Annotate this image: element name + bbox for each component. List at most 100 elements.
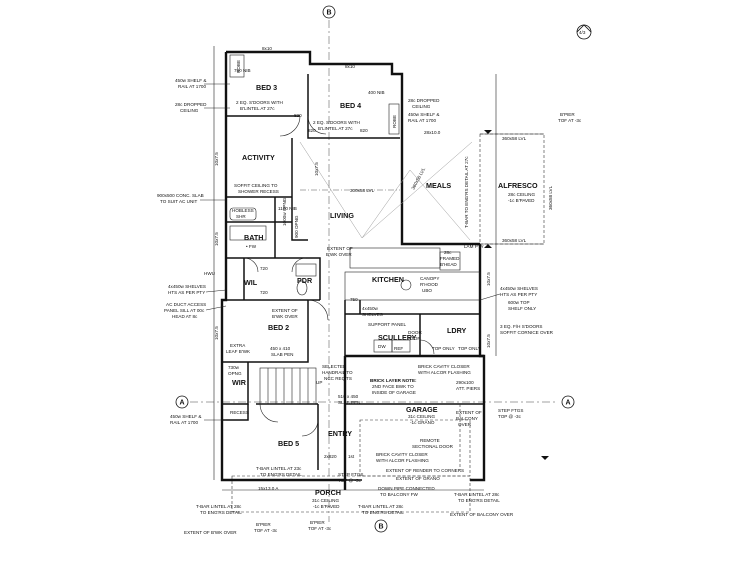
note-dropped-right-2: CEILING: [412, 104, 431, 109]
room-entry: ENTRY: [328, 429, 352, 438]
note-extent-balc-2: BALCONY: [456, 416, 478, 421]
stair: [259, 367, 317, 405]
note-dropped-right-1: 28c DROPPED: [408, 98, 440, 103]
note-tbar-meals: T-BAR TO ENG'RS DETAIL AT 27c: [464, 156, 469, 228]
note-brick-cav2-2: WITH ALCOR FLASHING: [376, 458, 429, 463]
note-tbar-bed5-2: TO ENG'RS DETAIL: [260, 472, 302, 477]
note-lam-pty: LAM PTY: [464, 244, 484, 249]
note-sdoors-2: SOFFIT CORNICE OVER: [500, 330, 554, 335]
room-activity: ACTIVITY: [242, 153, 275, 162]
note-soffit-2: SHOWER RECESS: [238, 189, 279, 194]
note-slab-1: 900x500 CONC. SLAB: [157, 193, 204, 198]
internal-walls: [222, 74, 484, 481]
note-door-bed5: 2x820: [324, 454, 337, 459]
note-extent-balc-1: EXTENT OF: [456, 410, 482, 415]
note-shelf-low-2: RAIL AT 1700: [170, 420, 198, 425]
note-bed2-slab-1: 450 x 410: [270, 346, 291, 351]
note-framed-head-3: B'HEAD: [440, 262, 457, 267]
note-slab-510-2: SLAB PEN: [338, 400, 360, 405]
note-framed-head-1: 28c: [444, 250, 452, 255]
room-garage: GARAGE: [406, 405, 438, 414]
note-porch-1: 31c CEILING: [312, 498, 339, 503]
note-door-1st: 1st: [348, 454, 355, 459]
note-brick-layer-1: BRICK LAYER NOTE:: [370, 378, 417, 383]
note-tbar-mid-2: TO ENG'RS DETAIL: [362, 510, 404, 515]
note-nib-b: 400 NIB: [368, 90, 385, 95]
note-hobless-1: HOBLESS: [232, 208, 254, 213]
grid-marker-left: A: [175, 395, 189, 409]
note-porch-2: -1c B'PAVED: [313, 504, 340, 509]
note-support-panel: SUPPORT PANEL: [368, 322, 406, 327]
note-extent-bwk-2: B'WK OVER: [326, 252, 352, 257]
north-marker: 4/3: [576, 24, 592, 40]
alfresco-outline: [479, 133, 545, 245]
note-nib-1100: 1100 NIB: [278, 206, 297, 211]
note-alfresco-ceil-1: 28c CEILING: [508, 192, 535, 197]
room-bed5: BED 5: [278, 439, 299, 448]
note-brick-layer-3: INSIDE OF GARAGE: [372, 390, 416, 395]
room-bed4: BED 4: [340, 101, 361, 110]
note-render-1: EXTENT OF RENDER TO CORNERS: [386, 468, 464, 473]
note-brick-cav-1: BRICK CAVITY CLOSER: [418, 364, 470, 369]
note-shelves-right-1: 4x450w SHELVES: [500, 286, 538, 291]
note-extent-bed2-2: B'WK OVER: [272, 314, 298, 319]
note-shelf-right-1: 450w SHELF &: [408, 112, 439, 117]
grid-marker-top: B: [322, 5, 336, 19]
note-up: UP: [316, 380, 322, 385]
note-dim-750: 750: [350, 297, 358, 302]
note-dw: DW: [378, 344, 386, 349]
note-remote-2: SECTIONAL DOOR: [412, 444, 454, 449]
note-shelves-right-2: HTS AS PER PTY: [500, 292, 537, 297]
note-dim-side-a: 10x7.5: [214, 152, 219, 166]
note-framed-head-2: FRAMED: [440, 256, 460, 261]
note-nib-a: 750 NIB: [234, 68, 251, 73]
grid-marker-bottom-label: B: [379, 524, 384, 531]
note-pier-bot-r-1: B'PIER: [310, 520, 325, 525]
note-lvl-mid: 300x58 LVL: [350, 188, 375, 193]
note-top-only-a: TOP ONLY: [432, 346, 455, 351]
grid-marker-bottom: B: [374, 519, 388, 533]
room-scullery: SCULLERY: [378, 333, 417, 342]
grid-lines: [190, 20, 555, 522]
note-hwu: HWU: [204, 271, 215, 276]
room-bed3: BED 3: [256, 83, 277, 92]
exterior-walls: [220, 50, 486, 490]
note-dim-1000: 1000w OPNG: [282, 197, 287, 226]
note-extra-leaf-1: EXTRA: [230, 343, 246, 348]
note-downpipe-1: DOWN PIPE CONNECTED: [378, 486, 435, 491]
note-extra-leaf-2: LEAF B'WK: [226, 349, 251, 354]
note-top-only-b: TOP ONLY: [458, 346, 481, 351]
note-bed4-lintel: B'LINTEL AT 27c: [318, 126, 353, 131]
note-opng-730-2: OPNG: [228, 371, 242, 376]
section-arrows: [484, 130, 549, 460]
note-pier-att-2: ATT. PIERS: [456, 386, 480, 391]
note-shelves-scul-1: 4x450w: [362, 306, 379, 311]
note-shelves-scul-2: SHELVES: [362, 312, 383, 317]
note-shelf-left-1: 450w SHELF &: [175, 78, 206, 83]
note-canopy-1: CANOPY: [420, 276, 439, 281]
room-bed2: BED 2: [268, 323, 289, 332]
kitchen-benches: [344, 247, 481, 301]
room-meals: MEALS: [426, 181, 451, 190]
note-opng-730-1: 730w: [228, 365, 240, 370]
note-extent-balc-bot: EXTENT OF BALCONY OVER: [450, 512, 514, 517]
door-swings: [243, 115, 435, 437]
note-shelf-left-2: RAIL AT 1700: [178, 84, 206, 89]
note-ac-duct-3: HEAD AT 8c: [172, 314, 198, 319]
note-door-stop-1: DOOR: [408, 330, 422, 335]
note-dim-8x10-a: 8x10: [262, 46, 272, 51]
note-extent-bwk-1: EXTENT OF: [327, 246, 353, 251]
note-door-stop-2: STOP: [408, 336, 420, 341]
note-shelves-left-2: HTS AS PER PTY: [168, 290, 205, 295]
room-bath: BATH: [244, 233, 263, 242]
note-dim-8x10-b: 8x10: [345, 64, 355, 69]
fixtures: [229, 207, 411, 353]
note-extent-bwk-bot: EXTENT OF B'WK OVER: [184, 530, 237, 535]
note-shelf-low-1: 450w SHELF &: [170, 414, 201, 419]
note-canopy-2: R'HOOD: [420, 282, 439, 287]
note-dim-side-b: 10x7.5: [214, 232, 219, 246]
grid-marker-right-label: A: [566, 400, 571, 407]
note-dim-side-f: 10x7.5: [314, 162, 319, 176]
note-tbar-porch-r-1: T-BAR LINTEL AT 28c: [454, 492, 500, 497]
note-tbar-mid-1: T-BAR LINTEL AT 28c: [358, 504, 404, 509]
